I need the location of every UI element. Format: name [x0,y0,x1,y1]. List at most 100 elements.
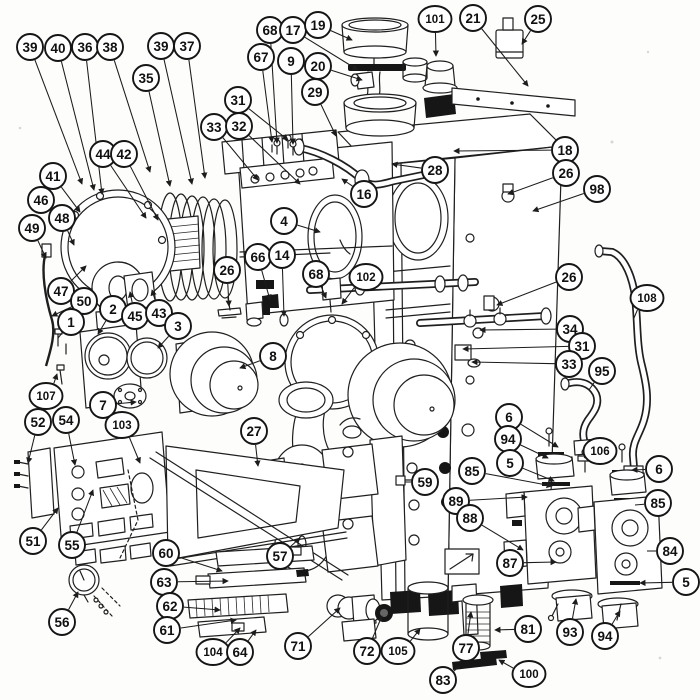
callout-balloon-81 [514,615,542,643]
callout-49: 49 [18,214,47,259]
callout-balloon-5 [496,449,524,477]
callout-balloon-103 [104,411,140,439]
blower-assembly-center [278,314,456,539]
callout-87: 87 [496,549,557,577]
callout-40: 40 [44,34,96,191]
leader-line-21 [481,28,529,87]
callout-number-71: 71 [290,639,306,654]
callout-31: 31 [224,86,289,141]
callout-18: 18 [453,136,579,164]
callout-balloon-3 [164,312,192,340]
callout-balloon-106 [582,437,618,465]
leader-line-6 [520,423,559,448]
callout-number-67: 67 [253,50,268,65]
callout-66: 66 [244,243,272,301]
leader-line-28 [391,161,422,169]
callout-number-107: 107 [36,391,55,403]
callout-balloon-59 [411,468,439,496]
callout-101: 101 [417,5,453,57]
callout-39: 39 [147,32,194,185]
callout-number-104: 104 [203,647,223,659]
callout-balloon-100 [511,660,547,688]
callout-number-27: 27 [246,424,261,439]
leader-line-38 [113,60,152,173]
callout-29: 29 [301,78,337,137]
gas-elbow-pipe [271,71,432,191]
callout-number-47: 47 [53,284,68,299]
callout-number-52: 52 [30,415,45,430]
leader-line-33 [471,358,556,366]
callout-number-25: 25 [530,12,546,27]
leader-line-94 [520,444,549,459]
callout-34: 34 [479,315,584,343]
callout-55: 55 [58,489,94,559]
callout-number-3: 3 [174,319,182,334]
callout-21: 21 [459,4,529,87]
callout-81: 81 [494,615,542,643]
leader-line-54 [68,433,78,466]
leader-line-61 [180,617,237,629]
leader-line-39 [34,59,84,185]
callout-balloon-8 [259,342,287,370]
callout-number-55: 55 [64,538,80,553]
leader-line-36 [86,60,105,195]
callout-number-51: 51 [25,534,41,549]
callout-number-72: 72 [359,644,374,659]
callout-number-54: 54 [58,413,74,428]
callout-balloon-21 [459,4,487,32]
callout-number-31: 31 [574,339,590,354]
callout-6: 6 [631,455,673,483]
callout-number-88: 88 [462,511,478,526]
leader-line-62 [183,606,221,613]
callout-number-31: 31 [230,93,246,108]
callout-number-32: 32 [231,119,246,134]
callout-balloon-7 [89,391,117,419]
callout-balloon-33 [555,350,583,378]
callout-number-5: 5 [506,456,514,471]
callout-balloon-64 [226,638,254,666]
callout-number-29: 29 [307,85,322,100]
leader-line-105 [409,628,421,642]
callout-number-57: 57 [272,549,287,564]
callout-number-33: 33 [206,120,222,135]
callout-98: 98 [532,175,611,213]
callout-number-20: 20 [310,59,325,74]
leader-line-100 [498,659,514,669]
callout-number-101: 101 [425,14,445,26]
callout-number-8: 8 [269,349,277,364]
callout-number-102: 102 [356,272,375,284]
callout-number-87: 87 [502,556,517,571]
callout-number-83: 83 [435,673,451,688]
callout-number-28: 28 [427,163,443,178]
bottom-fittings [326,581,507,670]
callout-number-108: 108 [637,293,657,305]
callout-20: 20 [304,52,363,82]
leader-line-7 [116,399,137,406]
leader-line-102 [341,287,355,305]
leader-line-39 [163,59,194,185]
leader-line-81 [494,626,515,633]
gas-valve-group [395,427,663,646]
leader-line-14 [280,268,287,317]
callout-balloon-108 [629,284,665,312]
callout-54: 54 [52,406,80,466]
leader-line-88 [481,524,524,551]
callout-number-17: 17 [285,23,300,38]
callout-102: 102 [341,263,384,305]
callout-balloon-102 [348,263,384,291]
callout-83: 83 [429,665,461,694]
callout-number-105: 105 [388,646,408,658]
leader-line-108 [633,309,638,319]
callout-93: 93 [556,598,584,646]
callout-28: 28 [391,156,449,184]
callout-27: 27 [240,417,268,467]
callout-72: 72 [353,615,383,665]
bracket-frame [149,445,349,581]
callout-16: 16 [341,178,378,208]
callout-number-18: 18 [557,143,573,158]
leader-line-67 [262,70,275,143]
drain-pipe-108 [594,244,652,480]
callout-balloon-16 [350,180,378,208]
